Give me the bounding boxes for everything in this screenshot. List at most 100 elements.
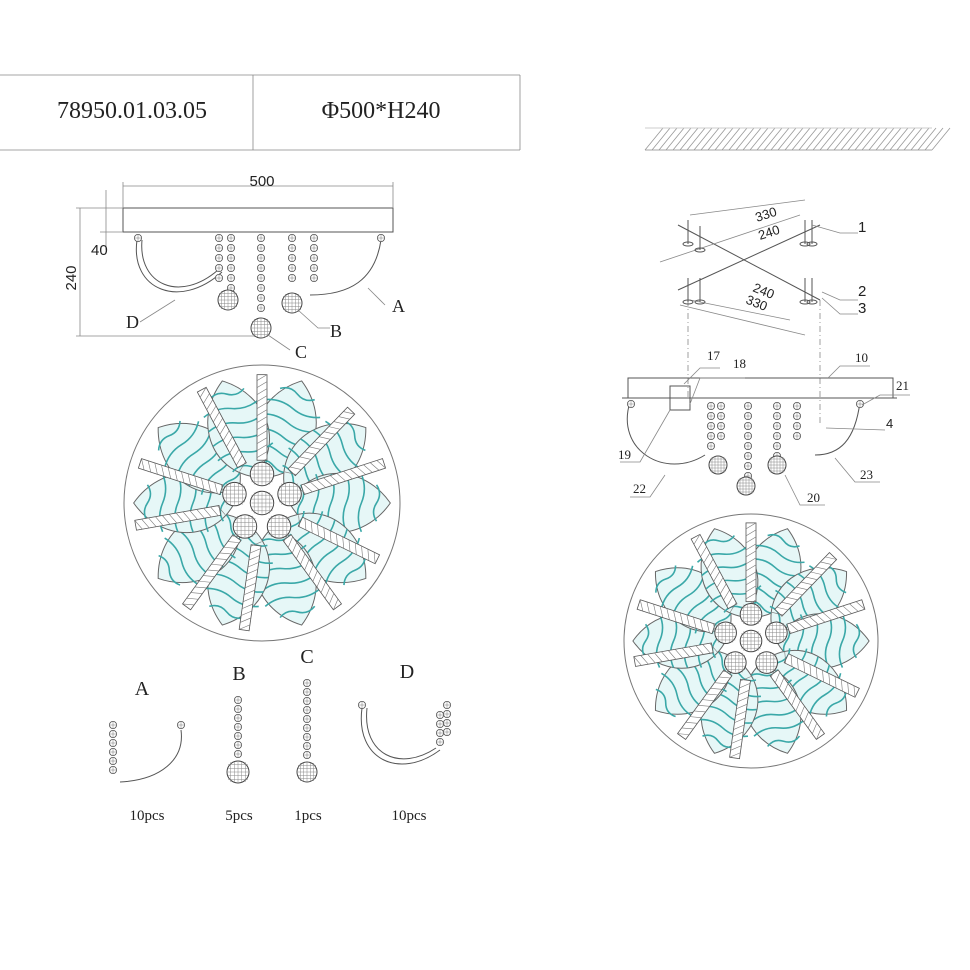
petal-vein (655, 565, 677, 593)
bar-twist (223, 546, 236, 549)
bar-twist (745, 592, 757, 600)
bead-facet (358, 701, 366, 709)
label-d: D (126, 312, 139, 332)
hatch-line (924, 127, 944, 151)
bar-twist (162, 515, 171, 525)
petal (203, 380, 274, 478)
bead-facet (744, 412, 752, 420)
bar-twist (199, 387, 207, 398)
bead-facet (443, 710, 451, 718)
bead-facet (443, 701, 451, 709)
bead-facet (257, 264, 265, 272)
petal-vein (343, 555, 367, 586)
bead-facet (436, 720, 444, 728)
bar-twist (784, 651, 787, 664)
bar-twist (249, 548, 261, 554)
twisted-bar (256, 374, 268, 465)
bead-facet (744, 452, 752, 460)
bar-twist (256, 430, 268, 437)
hatch-line (854, 127, 874, 151)
hatch-line (882, 127, 902, 151)
callout-18: 18 (733, 356, 746, 371)
bar-twist (304, 518, 307, 531)
bar-twist (842, 605, 852, 614)
bar-twist (256, 402, 268, 409)
hatch-line (714, 127, 734, 151)
petal-vein (749, 705, 801, 724)
bar-twist (771, 611, 784, 616)
twisted-bar (636, 599, 717, 635)
bar-twist (361, 545, 363, 558)
bar-twist (256, 388, 268, 395)
bead-facet (234, 741, 242, 749)
bead-facet (109, 748, 117, 756)
petal-vein (372, 484, 381, 522)
bar-twist (211, 563, 223, 566)
bar-shape (729, 678, 751, 760)
bar-twist (247, 562, 259, 568)
bar-twist (219, 552, 232, 555)
petal-vein (767, 533, 800, 548)
bar-twist (815, 566, 827, 570)
hatch-line (798, 127, 818, 151)
bar-twist (256, 374, 268, 381)
bar-twist (154, 462, 158, 475)
bead-facet (793, 412, 801, 420)
bead-facet (288, 234, 296, 242)
bead-facet (793, 422, 801, 430)
hatch-line (742, 127, 762, 151)
hatch-line (679, 127, 699, 151)
bar-twist (674, 649, 684, 659)
bar-twist (239, 624, 251, 630)
bar-twist (219, 424, 227, 435)
bar-twist (820, 561, 832, 565)
hatch-line (693, 127, 713, 151)
hatch-line (805, 127, 825, 151)
bar-shape (676, 669, 733, 741)
bar-shape (282, 534, 343, 611)
bar-twist (182, 603, 195, 606)
bar-twist (815, 667, 818, 679)
bar-twist (333, 598, 339, 610)
bead-facet (717, 432, 725, 440)
hatch-line (861, 127, 881, 151)
bar-twist (702, 644, 711, 654)
bar-twist (198, 580, 211, 583)
bead-facet (288, 244, 296, 252)
bar-twist (825, 556, 837, 560)
bar-twist (256, 451, 268, 458)
bead-facet (707, 422, 715, 430)
bar-twist (700, 546, 707, 557)
bar-twist (245, 576, 257, 582)
bar-twist (243, 589, 255, 596)
part-label-a: A (135, 678, 150, 700)
bar-twist (299, 456, 312, 460)
petal-vein (264, 587, 321, 608)
bead-facet (234, 750, 242, 758)
bar-twist (155, 516, 164, 526)
bar-twist (317, 524, 319, 537)
bar-twist (141, 518, 150, 529)
bar-twist (828, 673, 831, 686)
bar-twist (236, 455, 243, 466)
bar-twist (222, 430, 230, 441)
petal-vein (164, 537, 199, 586)
bar-twist (661, 651, 670, 661)
bar-twist (308, 564, 314, 576)
part-label-d: D (400, 661, 414, 683)
bead-facet (303, 742, 311, 750)
bar-twist (215, 558, 228, 560)
twisted-bar (238, 541, 262, 632)
bead-facet (436, 729, 444, 737)
bar-twist (693, 534, 701, 545)
callout-19: 19 (618, 447, 631, 462)
bar-twist (329, 593, 335, 605)
bar-twist (256, 444, 268, 451)
bar-twist (256, 409, 268, 416)
bar-shape (134, 505, 222, 531)
bar-twist (309, 446, 321, 450)
callout-10: 10 (855, 350, 868, 365)
bead-facet (234, 732, 242, 740)
bead-facet (303, 715, 311, 723)
bead-facet (109, 739, 117, 747)
